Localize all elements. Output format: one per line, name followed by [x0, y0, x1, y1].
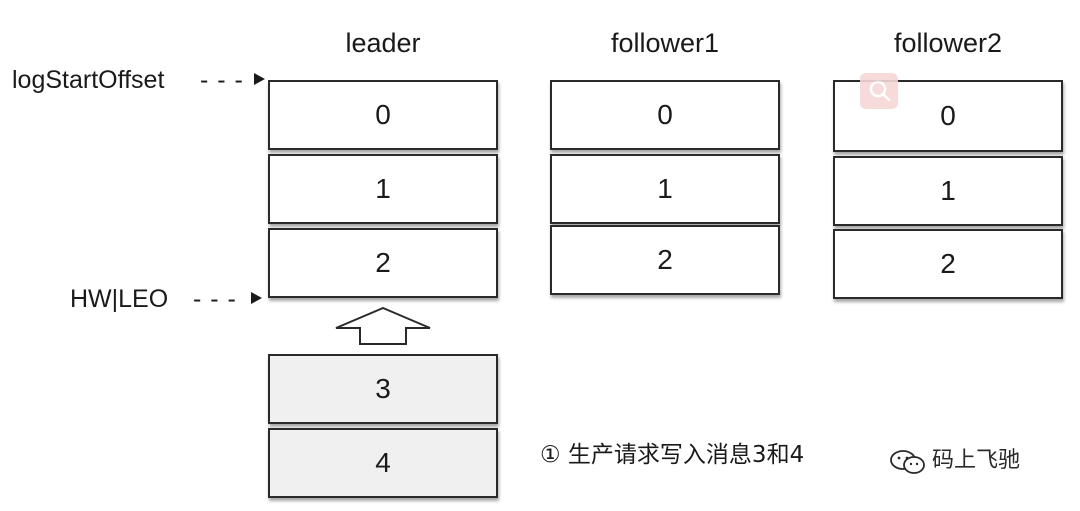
- follower1-title: follower1: [610, 28, 720, 58]
- leader-cell-1: 1: [268, 154, 498, 224]
- follower2-cell-2: 2: [833, 229, 1063, 299]
- follower1-cell-0: 0: [550, 80, 780, 150]
- log-start-offset-label: logStartOffset: [12, 66, 165, 94]
- hw-leo-dash: - - -: [193, 285, 237, 313]
- wechat-icon: [890, 450, 925, 474]
- pending-cell-4: 4: [268, 428, 498, 498]
- leader-cell-2: 2: [268, 228, 498, 298]
- log-start-offset-arrowhead: [254, 73, 265, 85]
- pending-cell-3: 3: [268, 354, 498, 424]
- follower1-cell-1: 1: [550, 154, 780, 224]
- follower2-cell-1: 1: [833, 156, 1063, 226]
- hw-leo-label: HW|LEO: [70, 285, 169, 313]
- hw-leo-arrowhead: [251, 292, 262, 304]
- step-note: ① 生产请求写入消息3和4: [540, 442, 805, 468]
- log-start-offset-dash: - - -: [200, 66, 244, 94]
- follower1-cell-2: 2: [550, 225, 780, 295]
- leader-title: leader: [345, 28, 421, 58]
- search-icon: [860, 73, 898, 109]
- watermark-text: 码上飞驰: [932, 448, 1021, 473]
- follower2-title: follower2: [893, 28, 1003, 58]
- leader-cell-0: 0: [268, 80, 498, 150]
- up-arrow-icon: [335, 306, 431, 345]
